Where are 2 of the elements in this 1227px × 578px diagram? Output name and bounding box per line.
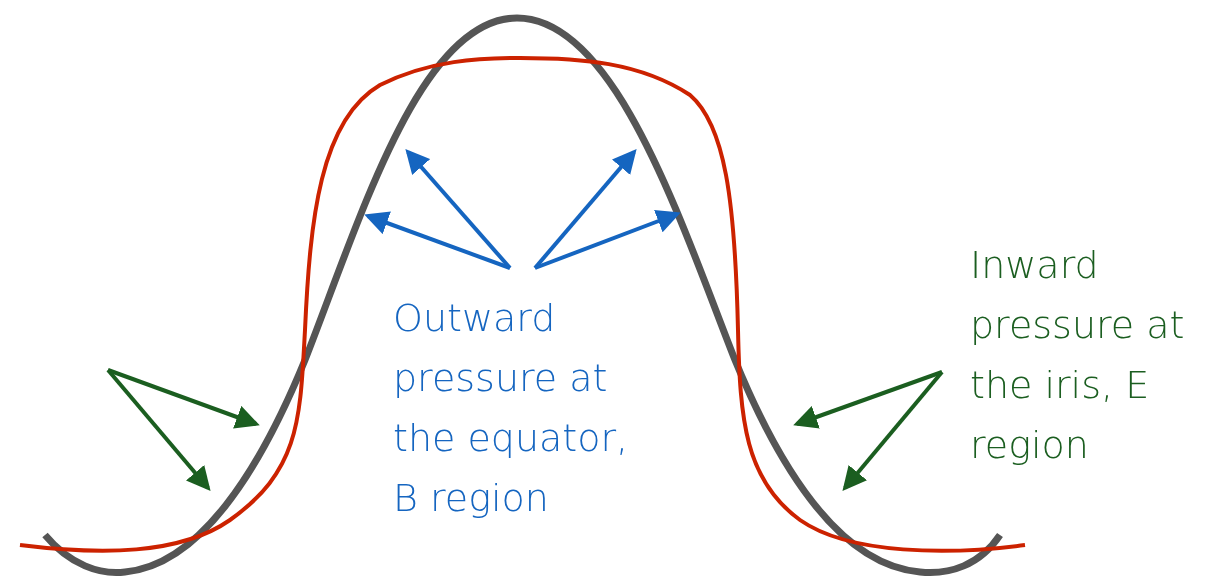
annotation-text: Inward pressure at the iris, E region xyxy=(970,242,1186,469)
annotation-text: Outward pressure at the equator, B region xyxy=(393,295,630,522)
